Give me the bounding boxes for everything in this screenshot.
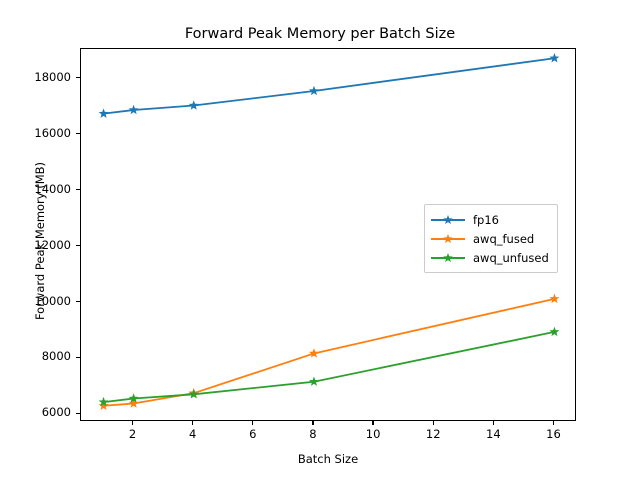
legend-marker bbox=[443, 215, 453, 225]
series-canvas bbox=[98, 53, 560, 410]
legend-label: awq_unfused bbox=[473, 250, 549, 265]
series-awq_unfused bbox=[98, 326, 560, 407]
y-tick-mark bbox=[76, 133, 80, 135]
x-tick-label: 4 bbox=[189, 427, 197, 441]
x-tick-label: 2 bbox=[128, 427, 137, 441]
series-marker bbox=[188, 389, 199, 399]
legend-label: awq_fused bbox=[473, 231, 535, 246]
y-tick-label: 8000 bbox=[41, 349, 71, 364]
y-tick-label: 16000 bbox=[34, 125, 71, 140]
x-tick-mark bbox=[132, 421, 134, 425]
y-tick-mark bbox=[76, 77, 80, 79]
y-tick-mark bbox=[76, 300, 80, 303]
x-tick-mark bbox=[432, 421, 434, 425]
series-marker bbox=[309, 348, 319, 358]
y-tick-label: 12000 bbox=[34, 237, 71, 252]
series-line bbox=[103, 298, 555, 407]
legend-item-fp16[interactable]: fp16 bbox=[431, 210, 549, 229]
series-line bbox=[103, 331, 555, 404]
x-tick-mark bbox=[252, 421, 254, 425]
legend-marker bbox=[443, 253, 453, 263]
star-icon bbox=[443, 253, 453, 263]
series-awq_fused bbox=[98, 293, 560, 410]
legend-item-awq_unfused[interactable]: awq_unfused bbox=[431, 248, 549, 267]
series-line bbox=[103, 57, 555, 115]
y-tick-mark bbox=[76, 188, 80, 191]
series-marker bbox=[98, 396, 109, 407]
series-marker bbox=[549, 326, 560, 337]
series-fp16 bbox=[98, 53, 560, 118]
x-tick-label: 12 bbox=[425, 427, 441, 441]
legend: fp16 awq_fused awq_unfused bbox=[424, 204, 558, 273]
series-marker bbox=[309, 85, 319, 96]
x-tick-mark bbox=[372, 421, 374, 425]
legend-swatch bbox=[431, 213, 465, 227]
series-marker bbox=[188, 100, 199, 110]
x-tick-mark bbox=[552, 421, 555, 425]
y-tick-label: 14000 bbox=[34, 181, 71, 196]
series-marker bbox=[549, 293, 560, 304]
y-tick-mark bbox=[76, 244, 80, 247]
x-tick-mark bbox=[492, 421, 494, 425]
x-tick-label: 8 bbox=[309, 427, 317, 441]
legend-marker bbox=[443, 234, 453, 244]
chart-title: Forward Peak Memory per Batch Size bbox=[184, 26, 456, 42]
star-icon bbox=[443, 234, 453, 244]
legend-swatch bbox=[431, 251, 465, 265]
legend-label: fp16 bbox=[473, 212, 499, 227]
x-axis-label: Batch Size bbox=[297, 452, 359, 466]
x-tick-label: 6 bbox=[249, 427, 257, 441]
series-marker bbox=[128, 104, 139, 115]
y-tick-label: 10000 bbox=[34, 293, 71, 308]
series-marker bbox=[128, 393, 139, 403]
plot-area bbox=[80, 48, 576, 421]
series-marker bbox=[128, 398, 139, 408]
y-tick-mark bbox=[76, 412, 80, 415]
x-tick-label: 14 bbox=[486, 427, 501, 441]
series-marker bbox=[98, 108, 109, 118]
x-tick-label: 10 bbox=[365, 427, 381, 441]
star-icon bbox=[443, 215, 453, 225]
y-tick-label: 18000 bbox=[34, 69, 71, 84]
legend-swatch bbox=[431, 232, 465, 246]
x-tick-label: 16 bbox=[546, 427, 561, 441]
x-tick-mark bbox=[312, 421, 314, 425]
series-marker bbox=[309, 376, 319, 386]
legend-item-awq_fused[interactable]: awq_fused bbox=[431, 229, 549, 248]
series-marker bbox=[98, 400, 109, 410]
x-tick-mark bbox=[192, 421, 194, 425]
series-marker bbox=[549, 53, 560, 63]
y-tick-mark bbox=[76, 356, 80, 359]
y-tick-label: 6000 bbox=[41, 405, 71, 420]
